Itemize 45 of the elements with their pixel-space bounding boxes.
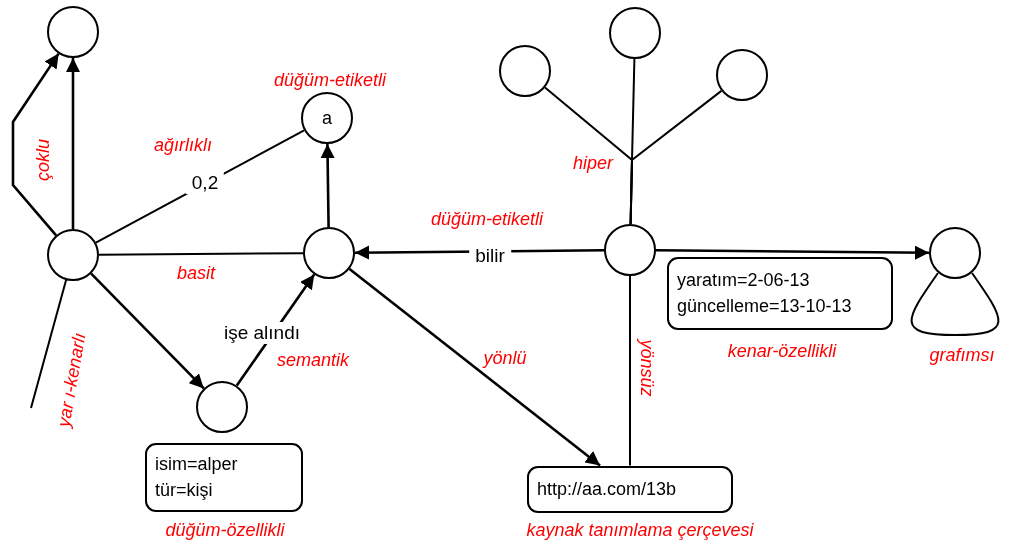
category-label: çoklu — [32, 139, 54, 181]
graph-node-circle — [929, 227, 981, 279]
arrow — [320, 144, 335, 227]
property-text: güncelleme=13-10-13 — [677, 295, 852, 318]
category-label: kaynak tanımlama çerçevesi — [526, 519, 754, 541]
resource-box — [527, 465, 733, 513]
category-label: düğüm-etiketli — [430, 208, 544, 230]
category-label: düğüm-özellikli — [165, 519, 285, 541]
edge-label: 0,2 — [185, 172, 225, 194]
connector-line — [910, 272, 1000, 336]
connector-line — [629, 89, 723, 225]
connector-line — [629, 275, 631, 467]
property-text: yaratım=2-06-13 — [677, 269, 810, 292]
node-label: a — [322, 107, 332, 130]
graph-node-circle — [47, 229, 99, 281]
property-text: http://aa.com/13b — [537, 478, 677, 501]
graph-node-circle — [604, 224, 656, 276]
graph-node-circle — [609, 7, 661, 59]
category-label: semantik — [277, 349, 349, 371]
category-label: yönsüz — [635, 339, 657, 397]
category-label: hiper — [573, 152, 613, 174]
arrow — [65, 58, 81, 229]
graph-node-circle — [499, 45, 551, 97]
arrow — [656, 245, 929, 260]
connector-line — [30, 279, 68, 409]
graph-node-circle — [47, 6, 99, 58]
category-label: grafımsı — [929, 344, 995, 366]
category-label: yönlü — [483, 347, 527, 369]
property-text: isim=alper — [155, 453, 238, 476]
category-label: kenar-özellikli — [727, 340, 837, 362]
graph-node-circle — [196, 381, 248, 433]
property-text: tür=kişi — [155, 479, 213, 502]
property-box — [145, 442, 303, 512]
category-label: basit — [177, 262, 215, 284]
connector-line — [98, 252, 304, 256]
property-box — [667, 256, 893, 330]
graph-node-circle — [716, 49, 768, 101]
category-label: ağırlıklı — [154, 134, 212, 156]
graph-node-circle — [301, 92, 353, 144]
arrow — [90, 272, 205, 390]
arrow — [348, 267, 601, 467]
arrow — [11, 52, 60, 237]
graph-node-circle — [303, 227, 355, 279]
category-label: düğüm-etiketli — [273, 69, 387, 91]
category-label: yar ı-kenarlı — [53, 331, 91, 429]
